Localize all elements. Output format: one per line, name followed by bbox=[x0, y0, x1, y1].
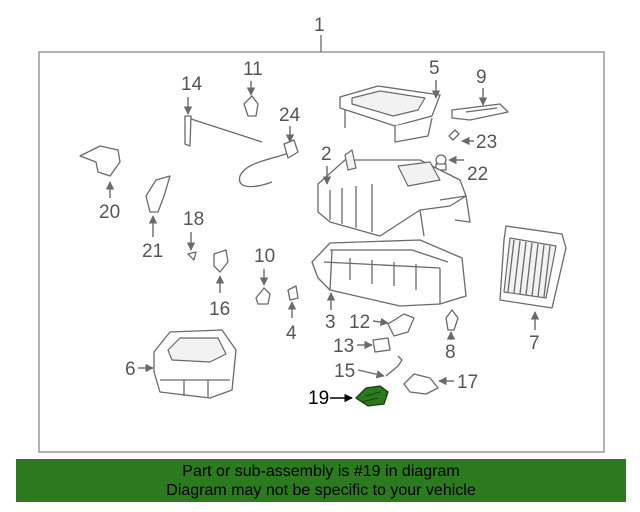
callout-9[interactable]: 9 bbox=[476, 67, 487, 88]
part-12[interactable] bbox=[387, 313, 415, 337]
callout-4[interactable]: 4 bbox=[286, 323, 297, 344]
info-banner: Part or sub-assembly is #19 in diagram D… bbox=[16, 459, 626, 502]
callout-14[interactable]: 14 bbox=[181, 74, 203, 95]
callout-17[interactable]: 17 bbox=[457, 372, 478, 393]
callout-22[interactable]: 22 bbox=[467, 164, 488, 185]
part-14-rod[interactable] bbox=[184, 115, 263, 147]
callout-7[interactable]: 7 bbox=[529, 333, 540, 354]
callout-11[interactable]: 11 bbox=[243, 59, 263, 80]
part-5-cover[interactable] bbox=[339, 85, 441, 143]
callout-23[interactable]: 23 bbox=[476, 132, 497, 153]
part-16[interactable] bbox=[213, 249, 229, 273]
part-4[interactable] bbox=[287, 285, 299, 301]
part-21-lever[interactable] bbox=[145, 175, 171, 213]
callout-16[interactable]: 16 bbox=[209, 299, 230, 320]
part-20-bracket[interactable] bbox=[79, 145, 121, 177]
part-11[interactable] bbox=[243, 95, 259, 117]
callout-6[interactable]: 6 bbox=[125, 359, 136, 380]
callout-2[interactable]: 2 bbox=[321, 144, 332, 165]
callout-20[interactable]: 20 bbox=[99, 202, 120, 223]
part-19-highlighted[interactable] bbox=[354, 385, 389, 407]
part-22[interactable] bbox=[435, 154, 447, 171]
callout-1[interactable]: 1 bbox=[314, 15, 325, 36]
part-18[interactable] bbox=[187, 251, 197, 261]
part-9-actuator[interactable] bbox=[451, 103, 509, 121]
part-24-cable[interactable] bbox=[238, 139, 299, 188]
callout-18[interactable]: 18 bbox=[183, 209, 204, 230]
part-3-lower-case[interactable] bbox=[311, 239, 467, 307]
parts-diagram: 1 5 9 23 22 2 3 bbox=[38, 15, 605, 453]
banner-line-1: Part or sub-assembly is #19 in diagram bbox=[182, 463, 460, 480]
callout-19[interactable]: 19 bbox=[308, 388, 329, 409]
part-23[interactable] bbox=[448, 129, 460, 141]
callout-3[interactable]: 3 bbox=[325, 312, 336, 333]
part-13[interactable] bbox=[372, 337, 391, 353]
banner-line-2: Diagram may not be specific to your vehi… bbox=[166, 482, 476, 499]
callout-10[interactable]: 10 bbox=[254, 246, 275, 267]
part-15-rod[interactable] bbox=[385, 355, 403, 377]
callout-8[interactable]: 8 bbox=[445, 342, 456, 363]
callout-15[interactable]: 15 bbox=[334, 361, 355, 382]
part-8[interactable] bbox=[445, 309, 459, 331]
callout-13[interactable]: 13 bbox=[333, 336, 354, 357]
callout-21[interactable]: 21 bbox=[142, 241, 163, 262]
part-2-upper-case[interactable] bbox=[317, 149, 471, 237]
part-17-arm[interactable] bbox=[403, 373, 439, 395]
callout-12[interactable]: 12 bbox=[349, 312, 370, 333]
part-7-heater-core[interactable] bbox=[499, 225, 567, 309]
callout-5[interactable]: 5 bbox=[429, 58, 440, 79]
callout-24[interactable]: 24 bbox=[279, 105, 301, 126]
part-10[interactable] bbox=[255, 287, 271, 305]
part-6-tray[interactable] bbox=[153, 329, 237, 399]
